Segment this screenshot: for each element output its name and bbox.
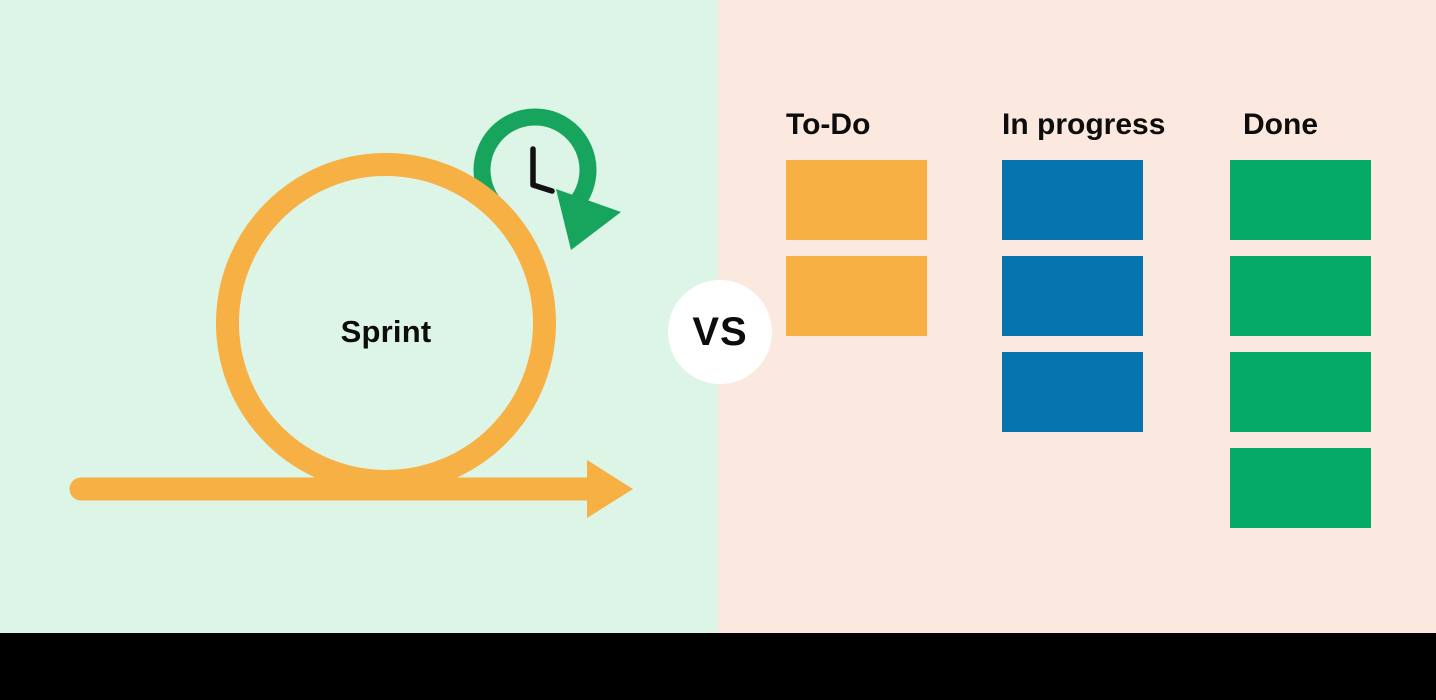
sprint-loop-arrow-icon xyxy=(69,153,633,518)
kanban-column-in-progress: In progress xyxy=(1002,106,1165,432)
kanban-card xyxy=(1002,352,1143,432)
kanban-panel: To-Do In progress Done xyxy=(718,0,1436,633)
kanban-card xyxy=(1230,448,1371,528)
iteration-clock-arrow-icon xyxy=(473,108,621,250)
sprint-label: Sprint xyxy=(340,314,432,349)
sprint-diagram xyxy=(69,108,633,518)
sprint-panel: Sprint xyxy=(0,0,718,633)
kanban-card-list-in-progress xyxy=(1002,160,1165,432)
kanban-column-header-todo: To-Do xyxy=(786,108,871,141)
kanban-column-header-in-progress: In progress xyxy=(1002,108,1166,141)
kanban-card-list-done xyxy=(1230,160,1371,528)
kanban-card xyxy=(1002,256,1143,336)
clock-hands-icon xyxy=(530,146,555,194)
kanban-card xyxy=(1002,160,1143,240)
bottom-bar xyxy=(0,633,1436,700)
kanban-column-done: Done xyxy=(1230,106,1371,528)
kanban-card xyxy=(786,160,927,240)
kanban-card xyxy=(1230,352,1371,432)
kanban-card xyxy=(1230,160,1371,240)
vs-badge: VS xyxy=(668,280,772,384)
kanban-column-todo: To-Do xyxy=(786,106,927,336)
kanban-card xyxy=(1230,256,1371,336)
kanban-card-list-todo xyxy=(786,160,927,336)
vs-label: VS xyxy=(692,309,748,354)
kanban-card xyxy=(786,256,927,336)
kanban-column-header-done: Done xyxy=(1243,108,1318,141)
